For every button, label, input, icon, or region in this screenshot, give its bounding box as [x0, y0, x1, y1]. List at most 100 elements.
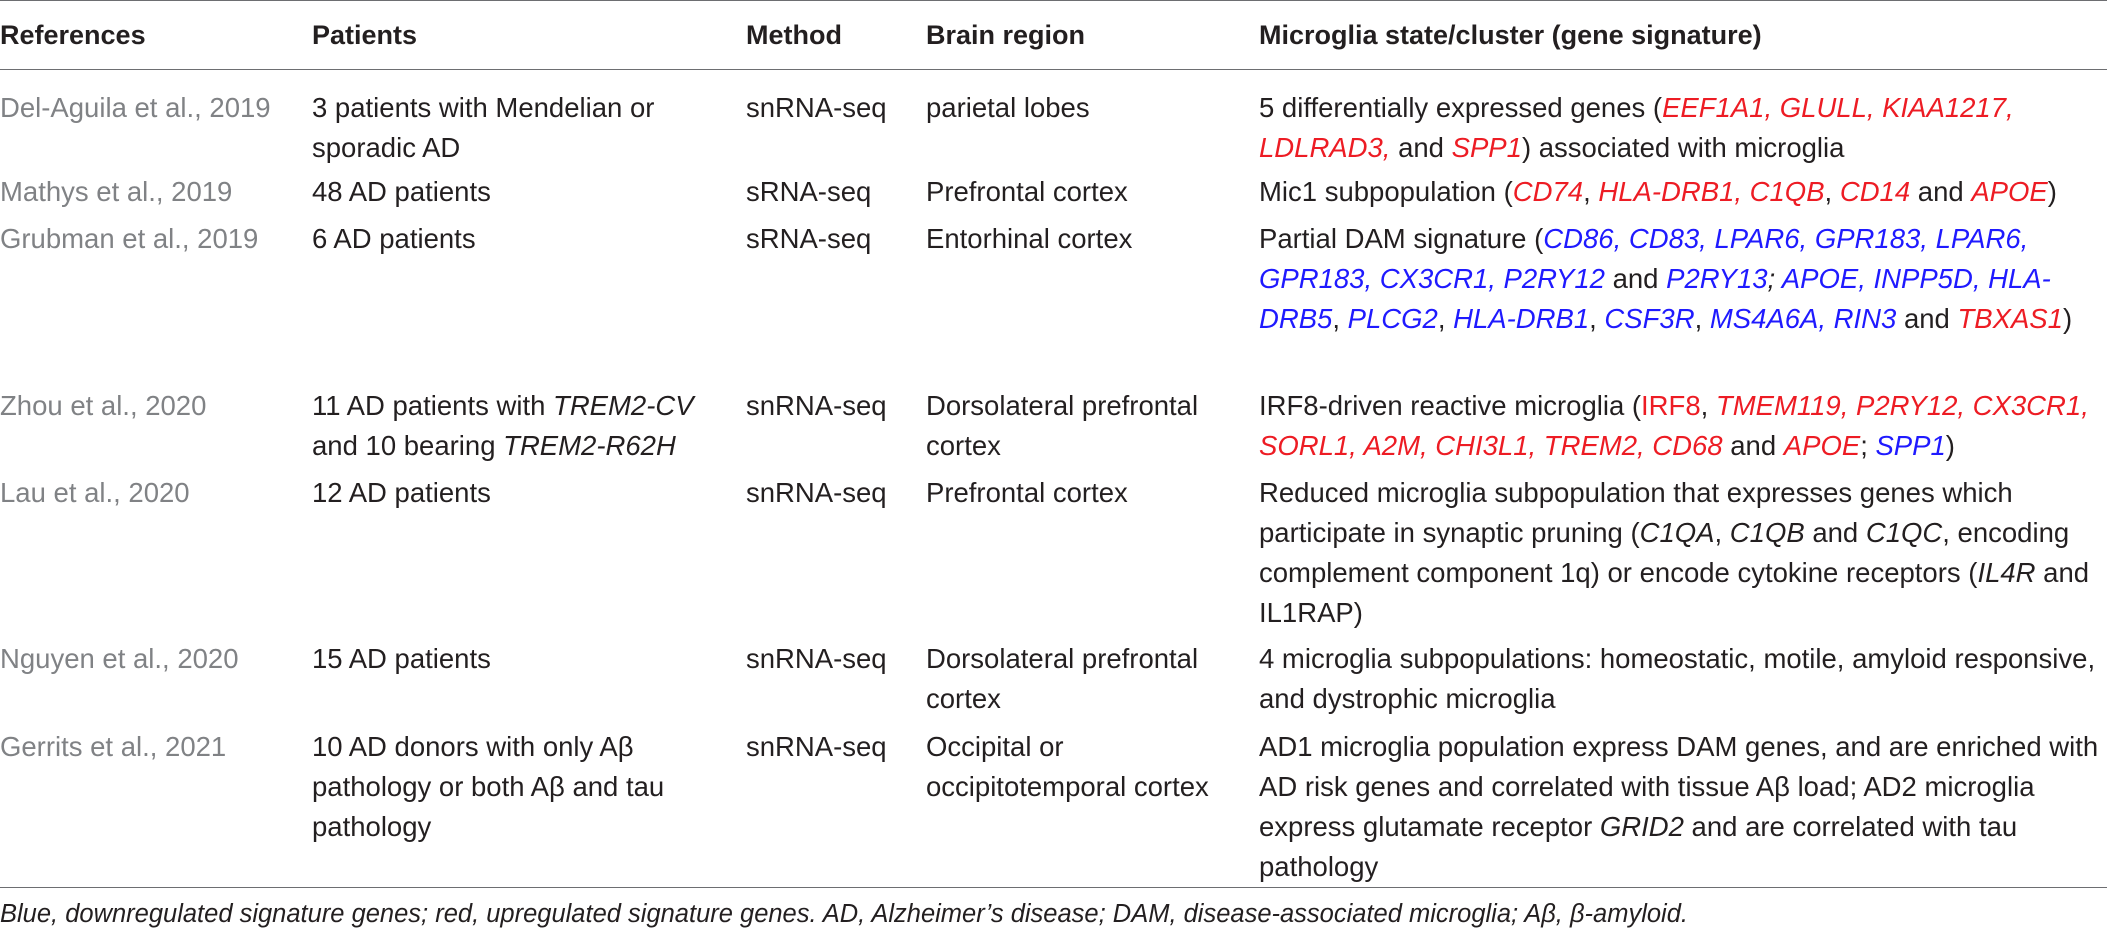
text-segment: 15 AD patients — [312, 643, 491, 674]
text-segment: and — [1910, 176, 1972, 207]
header-references: References — [0, 19, 146, 50]
brain-region-cell: parietal lobes — [926, 92, 1090, 123]
header-method: Method — [746, 19, 842, 50]
gene-name-text: TREM2-R62H — [503, 430, 676, 461]
text-segment: and are correlated with tau pathology — [1259, 811, 2018, 882]
gene-name-text: TREM2-CV — [553, 390, 694, 421]
text-segment: 3 patients with Mendelian or sporadic AD — [312, 92, 655, 163]
text-segment: ) associated with microglia — [1521, 132, 1845, 163]
text-segment: , — [1437, 303, 1454, 334]
gene-name-text: C1QB — [1729, 517, 1805, 548]
text-segment: ) — [2047, 176, 2057, 207]
text-segment: and — [1896, 303, 1958, 334]
reference-cell: Lau et al., 2020 — [0, 477, 190, 508]
downregulated-gene-text: CSF3R — [1604, 303, 1695, 334]
method-cell: snRNA-seq — [746, 477, 887, 508]
downregulated-gene-text: CD86, CD83, LPAR6, GPR183, LPAR6, GPR183… — [1259, 223, 2029, 294]
text-segment: and — [1804, 517, 1866, 548]
text-segment: 4 microglia subpopulations: homeostatic,… — [1259, 643, 2096, 714]
text-segment: , — [1583, 176, 1599, 207]
text-segment: 11 AD patients with — [312, 390, 554, 421]
text-segment: Partial DAM signature ( — [1259, 223, 1544, 254]
brain-region-cell: Prefrontal cortex — [926, 176, 1128, 207]
text-segment: 6 AD patients — [312, 223, 476, 254]
text-segment: and — [1722, 430, 1784, 461]
microglia-studies-table: References Patients Method Brain region … — [0, 0, 2107, 888]
text-segment: and IL1RAP) — [1259, 557, 2090, 628]
patients-cell: 11 AD patients with TREM2-CV and 10 bear… — [312, 382, 746, 469]
table-row: Gerrits et al., 2021 10 AD donors with o… — [0, 723, 2107, 888]
text-segment: Reduced microglia subpopulation that exp… — [1259, 477, 2013, 548]
signature-cell: IRF8-driven reactive microglia (IRF8, TM… — [1259, 382, 2107, 469]
header-row: References Patients Method Brain region … — [0, 0, 2107, 70]
downregulated-gene-text: APOE, INPP5D, HLA-DRB5 — [1259, 263, 2051, 334]
patients-cell: 12 AD patients — [312, 469, 746, 635]
patients-cell: 48 AD patients — [312, 168, 746, 215]
upregulated-gene-text: APOE — [1971, 176, 2048, 207]
method-cell: sRNA-seq — [746, 176, 872, 207]
text-segment: 10 AD donors with only Aβ pathology or b… — [312, 731, 665, 842]
brain-region-cell: Prefrontal cortex — [926, 477, 1128, 508]
brain-region-cell: Entorhinal cortex — [926, 223, 1133, 254]
table-header: References Patients Method Brain region … — [0, 0, 2107, 70]
text-segment: , — [1694, 303, 1710, 334]
text-segment: 48 AD patients — [312, 176, 491, 207]
brain-region-cell: Occipital or occipitotemporal cortex — [926, 731, 1209, 802]
text-segment: 12 AD patients — [312, 477, 491, 508]
downregulated-gene-text: HLA-DRB1 — [1453, 303, 1590, 334]
table-container: References Patients Method Brain region … — [0, 0, 2107, 888]
table-footnote: Blue, downregulated signature genes; red… — [0, 900, 1688, 928]
upregulated-gene-text: CD74 — [1512, 176, 1584, 207]
text-segment: and — [1390, 132, 1452, 163]
reference-cell: Zhou et al., 2020 — [0, 390, 207, 421]
signature-cell: AD1 microglia population express DAM gen… — [1259, 723, 2107, 888]
upregulated-gene-text: TBXAS1 — [1957, 303, 2063, 334]
reference-cell: Grubman et al., 2019 — [0, 223, 259, 254]
method-cell: snRNA-seq — [746, 731, 887, 762]
text-segment: 5 differentially expressed genes ( — [1259, 92, 1663, 123]
downregulated-gene-text: MS4A6A, RIN3 — [1709, 303, 1897, 334]
table-row: Grubman et al., 2019 6 AD patients sRNA-… — [0, 215, 2107, 382]
patients-cell: 10 AD donors with only Aβ pathology or b… — [312, 723, 746, 888]
signature-cell: 5 differentially expressed genes (EEF1A1… — [1259, 70, 2107, 169]
table-row: Nguyen et al., 2020 15 AD patients snRNA… — [0, 635, 2107, 723]
upregulated-gene-text: TMEM119, P2RY12, CX3CR1, SORL1, A2M, CHI… — [1259, 390, 2089, 461]
header-brain-region: Brain region — [926, 19, 1086, 50]
text-segment: and 10 bearing — [312, 430, 504, 461]
text-segment: , — [1332, 303, 1348, 334]
downregulated-gene-text: SPP1 — [1875, 430, 1946, 461]
reference-cell: Nguyen et al., 2020 — [0, 643, 239, 674]
method-cell: snRNA-seq — [746, 390, 887, 421]
signature-cell: Partial DAM signature (CD86, CD83, LPAR6… — [1259, 215, 2107, 382]
upregulated-gene-text: SPP1 — [1451, 132, 1522, 163]
text-segment: and — [1604, 263, 1667, 294]
reference-cell: Del-Aguila et al., 2019 — [0, 92, 271, 123]
gene-name-text: C1QA — [1639, 517, 1715, 548]
method-cell: snRNA-seq — [746, 92, 887, 123]
table-row: Zhou et al., 2020 11 AD patients with TR… — [0, 382, 2107, 469]
method-cell: sRNA-seq — [746, 223, 872, 254]
gene-name-text: C1QC — [1865, 517, 1943, 548]
upregulated-gene-text: CD14 — [1839, 176, 1911, 207]
brain-region-cell: Dorsolateral prefrontal cortex — [926, 390, 1199, 461]
patients-cell: 15 AD patients — [312, 635, 746, 723]
text-segment: , — [1700, 390, 1716, 421]
brain-region-cell: Dorsolateral prefrontal cortex — [926, 643, 1199, 714]
text-segment: , — [1589, 303, 1605, 334]
patients-cell: 6 AD patients — [312, 215, 746, 382]
signature-cell: 4 microglia subpopulations: homeostatic,… — [1259, 635, 2107, 723]
downregulated-gene-text: PLCG2 — [1347, 303, 1438, 334]
text-segment: Mic1 subpopulation ( — [1259, 176, 1513, 207]
reference-cell: Mathys et al., 2019 — [0, 176, 233, 207]
signature-cell: Mic1 subpopulation (CD74, HLA-DRB1, C1QB… — [1259, 168, 2107, 215]
text-segment: , — [1714, 517, 1730, 548]
header-patients: Patients — [312, 19, 418, 50]
text-segment: AD1 microglia population express DAM gen… — [1259, 731, 2099, 842]
reference-cell: Gerrits et al., 2021 — [0, 731, 227, 762]
upregulated-gene-text: APOE — [1783, 430, 1861, 461]
gene-name-text: IL4R — [1977, 557, 2036, 588]
table-row: Lau et al., 2020 12 AD patients snRNA-se… — [0, 469, 2107, 635]
signature-cell: Reduced microglia subpopulation that exp… — [1259, 469, 2107, 635]
text-segment: , encoding complement component 1q) or e… — [1259, 517, 2070, 588]
table-row: Del-Aguila et al., 2019 3 patients with … — [0, 70, 2107, 169]
